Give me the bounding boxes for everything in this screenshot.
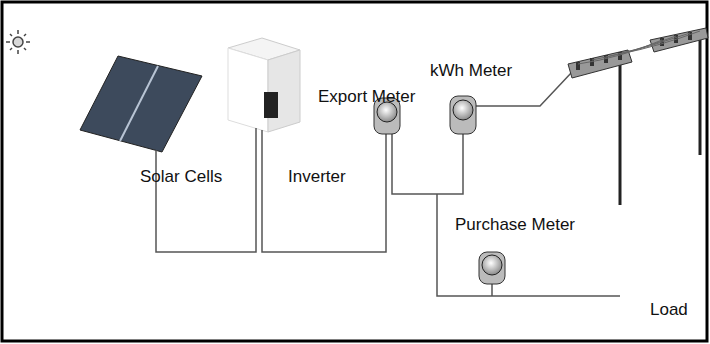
wires	[156, 72, 620, 296]
part-label: Inverter	[288, 168, 346, 187]
meter-label: Purchase Meter	[455, 216, 575, 235]
inverter-box	[228, 38, 300, 132]
meter-label: kWh Meter	[430, 62, 512, 81]
frame	[2, 2, 707, 341]
load-label: Load	[650, 301, 688, 320]
purchase-meter-symbol	[479, 252, 505, 284]
part-label: Solar Cells	[140, 168, 222, 187]
sun-icon	[6, 30, 30, 54]
meter-label: Export Meter	[318, 88, 415, 107]
kwh-meter-symbol	[450, 96, 476, 134]
solar-panel	[80, 56, 202, 152]
power-poles	[568, 28, 708, 205]
